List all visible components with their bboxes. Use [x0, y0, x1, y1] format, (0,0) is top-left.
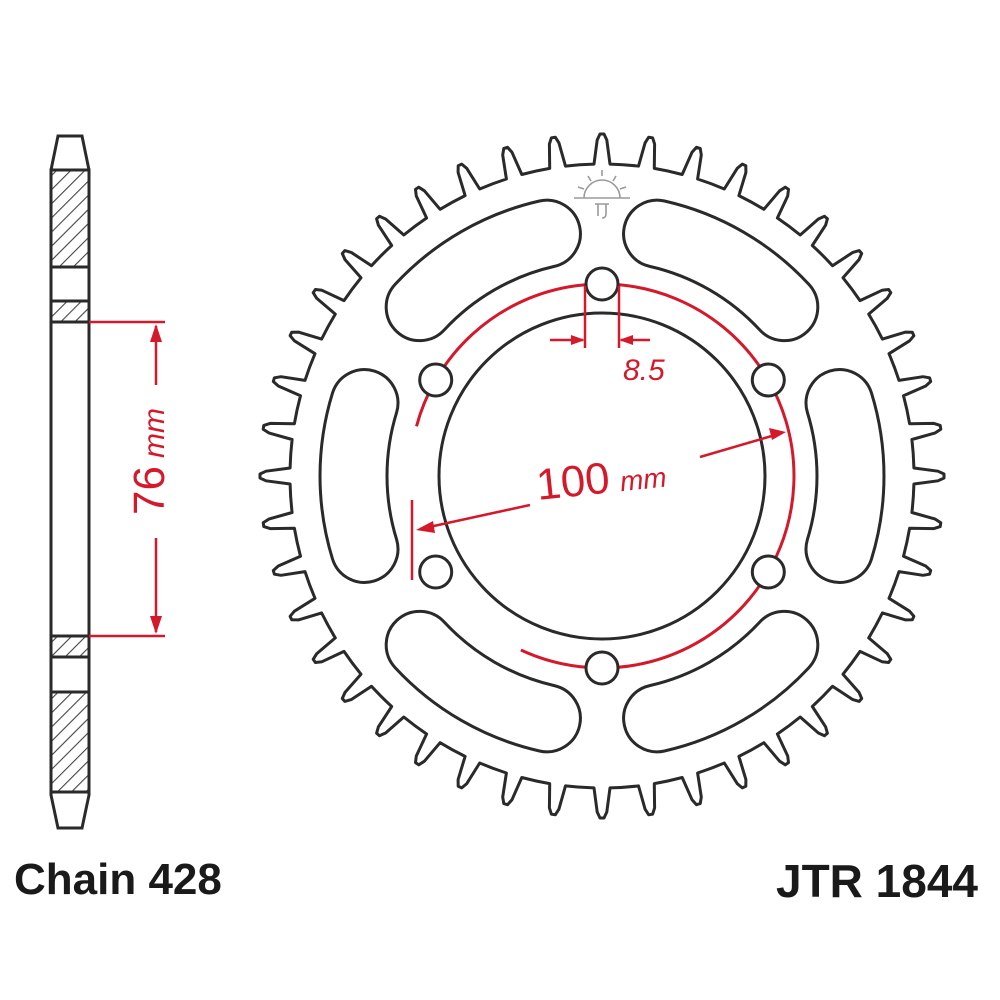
- bolt-hole: [418, 362, 454, 398]
- bolt-hole: [750, 362, 786, 398]
- pcd-dimension: [410, 428, 786, 580]
- part-number: JTR 1844: [775, 855, 978, 907]
- bolt-hole-dimension-label: 8.5: [623, 354, 665, 387]
- hatch-bottom: [49, 690, 91, 794]
- lightening-slot: [622, 609, 820, 754]
- offset-dimension-label: 76mm: [125, 408, 174, 515]
- bolt-hole-dimension: [550, 286, 650, 348]
- center-bore: [437, 311, 767, 641]
- lightening-slot: [622, 198, 820, 343]
- profile-outline: [49, 134, 91, 830]
- lightening-slot: [318, 368, 400, 584]
- lightening-slot: [384, 609, 582, 754]
- bolt-hole: [750, 554, 786, 590]
- bolt-hole: [418, 554, 454, 590]
- bolt-hole: [584, 650, 620, 686]
- chain-label: Chain 428: [14, 855, 222, 904]
- lightening-slot: [384, 198, 582, 343]
- bolt-hole: [584, 266, 620, 302]
- lightening-slots: [318, 198, 886, 754]
- hatch-lower-band: [49, 634, 91, 659]
- hatch-upper-band: [49, 299, 91, 324]
- lightening-slot: [804, 368, 886, 584]
- sprocket-tooth-profile: [258, 132, 946, 820]
- bolt-holes: [418, 266, 786, 686]
- jt-logo-mark: [574, 170, 630, 219]
- side-profile-view: [49, 134, 91, 830]
- hatch-top: [49, 168, 91, 269]
- offset-dimension: [89, 320, 165, 638]
- pcd-arc: [415, 282, 761, 427]
